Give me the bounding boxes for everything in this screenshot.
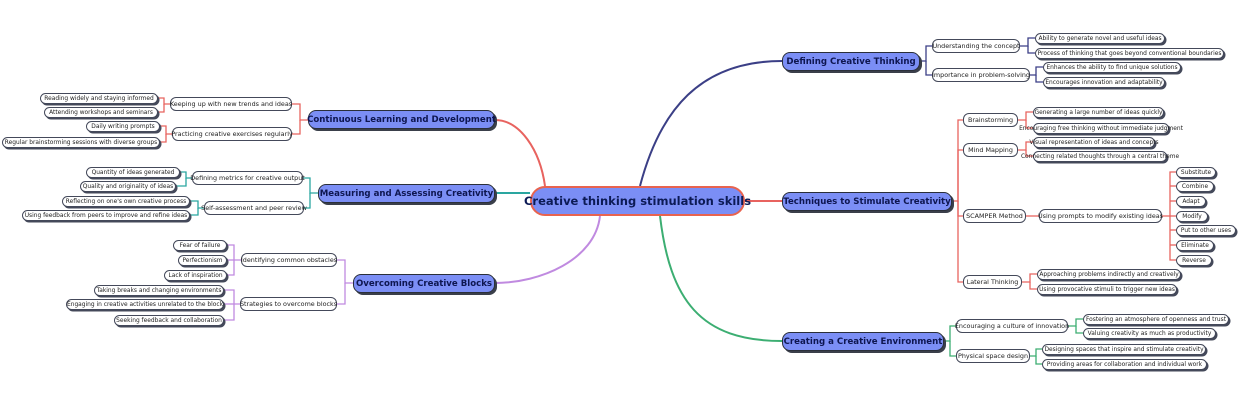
leaf-item[interactable]: Encouraging free thinking without immedi… (1019, 123, 1183, 134)
sub-self-assessment[interactable]: Self-assessment and peer review (201, 201, 307, 215)
leaf-item[interactable]: Valuing creativity as much as productivi… (1083, 328, 1216, 339)
root-topic[interactable]: Creative thinking stimulation skills (524, 186, 751, 216)
leaf-item[interactable]: Approaching problems indirectly and crea… (1037, 269, 1181, 280)
branch-techniques[interactable]: Techniques to Stimulate Creativity (782, 192, 952, 211)
sub-importance-problem-solving[interactable]: Importance in problem-solving (932, 68, 1030, 82)
leaf-item[interactable]: Regular brainstorming sessions with dive… (2, 137, 160, 148)
sub-using-prompts[interactable]: Using prompts to modify existing ideas (1038, 209, 1163, 223)
leaf-eliminate[interactable]: Eliminate (1176, 240, 1214, 251)
branch-defining-creative-thinking[interactable]: Defining Creative Thinking (782, 52, 920, 71)
branch-creative-blocks[interactable]: Overcoming Creative Blocks (353, 274, 495, 293)
leaf-modify[interactable]: Modify (1176, 211, 1208, 222)
sub-scamper-method[interactable]: SCAMPER Method (963, 209, 1026, 223)
leaf-item[interactable]: Enhances the ability to find unique solu… (1043, 62, 1181, 73)
leaf-fear-of-failure[interactable]: Fear of failure (173, 240, 227, 251)
leaf-combine[interactable]: Combine (1176, 181, 1214, 192)
sub-keeping-up-trends[interactable]: Keeping up with new trends and ideas (170, 97, 292, 111)
leaf-item[interactable]: Providing areas for collaboration and in… (1042, 359, 1207, 370)
sub-strategies-overcome[interactable]: Strategies to overcome blocks (240, 297, 337, 311)
branch-measuring-creativity[interactable]: Measuring and Assessing Creativity (318, 184, 495, 203)
leaf-item[interactable]: Quality and originality of ideas (80, 181, 176, 192)
sub-defining-metrics[interactable]: Defining metrics for creative output (190, 171, 305, 185)
sub-mind-mapping[interactable]: Mind Mapping (963, 143, 1018, 157)
leaf-item[interactable]: Engaging in creative activities unrelate… (66, 299, 224, 310)
leaf-item[interactable]: Fostering an atmosphere of openness and … (1083, 314, 1229, 325)
connector-root-defining (639, 60, 783, 187)
leaf-substitute[interactable]: Substitute (1176, 167, 1216, 178)
sub-physical-space-design[interactable]: Physical space design (956, 349, 1030, 363)
sub-identifying-obstacles[interactable]: Identifying common obstacles (241, 253, 337, 267)
leaf-item[interactable]: Encourages innovation and adaptability (1043, 77, 1165, 88)
leaf-item[interactable]: Connecting related thoughts through a ce… (1021, 151, 1179, 162)
connector-root-learning (494, 119, 546, 187)
leaf-item[interactable]: Taking breaks and changing environments (94, 285, 224, 296)
leaf-item[interactable]: Reading widely and staying informed (40, 93, 158, 104)
branch-continuous-learning[interactable]: Continuous Learning and Development (307, 110, 496, 129)
sub-culture-of-innovation[interactable]: Encouraging a culture of innovation (955, 319, 1069, 333)
sub-lateral-thinking[interactable]: Lateral Thinking (963, 275, 1022, 289)
connector-root-environment (659, 215, 783, 342)
leaf-item[interactable]: Attending workshops and seminars (44, 107, 158, 118)
leaf-perfectionism[interactable]: Perfectionism (178, 255, 227, 266)
leaf-reverse[interactable]: Reverse (1176, 255, 1212, 266)
leaf-item[interactable]: Generating a large number of ideas quick… (1033, 107, 1164, 118)
leaf-adapt[interactable]: Adapt (1176, 196, 1206, 207)
leaf-item[interactable]: Process of thinking that goes beyond con… (1035, 48, 1224, 59)
leaf-item[interactable]: Daily writing prompts (86, 121, 160, 132)
leaf-item[interactable]: Ability to generate novel and useful ide… (1035, 33, 1165, 44)
leaf-item[interactable]: Quantity of ideas generated (86, 167, 180, 178)
branch-creative-environment[interactable]: Creating a Creative Environment (782, 332, 944, 351)
sub-practicing-exercises[interactable]: Practicing creative exercises regularly (171, 127, 293, 141)
sub-brainstorming[interactable]: Brainstorming (963, 113, 1018, 127)
leaf-item[interactable]: Seeking feedback and collaboration (114, 315, 224, 326)
sub-understanding-concept[interactable]: Understanding the concept (932, 39, 1020, 53)
leaf-put-to-other-uses[interactable]: Put to other uses (1176, 225, 1236, 236)
leaf-item[interactable]: Visual representation of ideas and conce… (1029, 137, 1159, 148)
leaf-item[interactable]: Using feedback from peers to improve and… (22, 210, 190, 221)
connector-root-blocks (494, 215, 601, 284)
leaf-item[interactable]: Using provocative stimuli to trigger new… (1037, 284, 1177, 295)
leaf-item[interactable]: Designing spaces that inspire and stimul… (1042, 344, 1206, 355)
leaf-lack-of-inspiration[interactable]: Lack of inspiration (164, 270, 227, 281)
leaf-item[interactable]: Reflecting on one's own creative process (62, 196, 190, 207)
